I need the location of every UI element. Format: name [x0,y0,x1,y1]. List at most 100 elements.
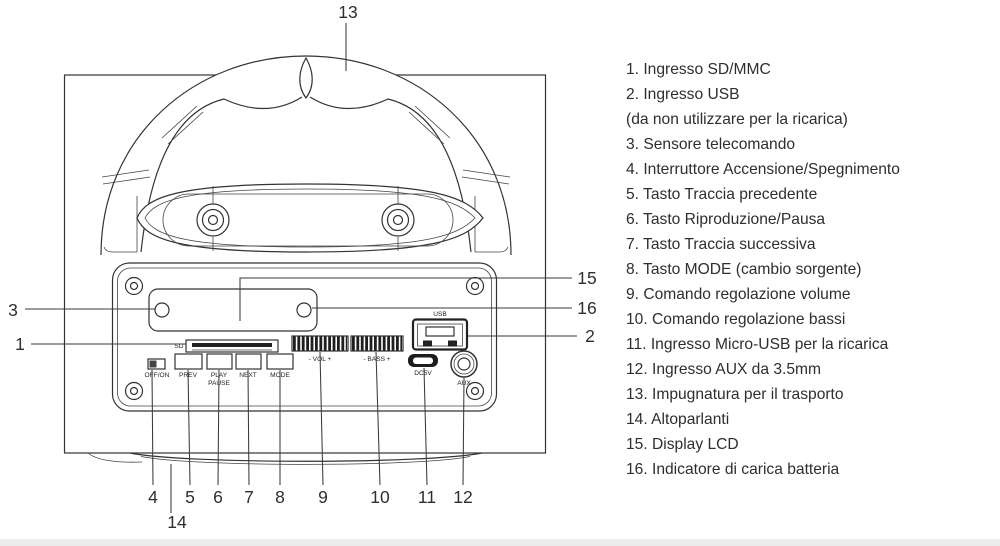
callout-11-line [423,367,428,486]
screw-icon [129,281,139,291]
volume-wheel-outline [291,335,349,352]
callouts: 13 3 1 15 16 2 [8,2,597,532]
callout-9: 9 [318,351,328,507]
power-switch: OFF/ON [145,358,170,379]
lcd-display-panel [148,288,318,332]
sd-label: SD [174,343,183,350]
base-stand [87,452,483,465]
handle-inner-edge-right [309,96,472,253]
callout-11: 11 [418,367,436,507]
legend-item: 1. Ingresso SD/MMC [626,61,771,78]
speaker-bar-outline [136,183,484,253]
control-panel: SD OFF/ON PREV PLAY PAUSE NEXT [111,262,498,412]
speaker-knob-left [196,203,230,237]
callout-12: 12 [453,377,473,507]
legend: 1. Ingresso SD/MMC 2. Ingresso USB (da n… [626,57,900,482]
remote-sensor-circle [154,302,170,318]
lcd-display-outline [148,288,318,332]
legend-item: 4. Interruttore Accensione/Spegnimento [626,161,900,178]
callout-7-line [247,369,250,486]
callout-4: 4 [148,369,158,507]
callout-8: 8 [275,370,285,507]
callout-15: 15 [239,268,597,321]
footer-bar [0,539,1000,546]
callout-10-number: 10 [370,487,390,507]
callout-10-line [375,351,381,486]
callout-7: 7 [244,369,254,507]
power-switch-slider [149,360,157,368]
legend-item: 8. Tasto MODE (cambio sorgente) [626,261,862,278]
callout-5-line [187,369,191,486]
mode-button-outline [266,353,294,370]
bass-wheel: - BASS + [350,335,404,363]
sd-slot-outline [185,339,279,353]
legend-item: 14. Altoparlanti [626,411,730,428]
callout-4-line [151,369,154,486]
usb-port: USB [411,311,469,351]
callout-1: 1 [15,334,186,354]
usb-pin-left [423,340,432,347]
legend-item: 5. Tasto Traccia precedente [626,186,818,203]
next-button-outline [235,353,262,370]
callout-3-number: 3 [8,300,18,320]
handle-inner-edge-left [140,96,303,253]
screw-icon [470,386,480,396]
sd-slot-opening [192,343,272,347]
knob-mid-ring [201,208,225,232]
callout-2: 2 [468,326,595,346]
dc-label: DC5V [414,370,432,377]
bass-label: - BASS + [363,356,390,363]
callout-16: 16 [312,298,597,318]
handle-post-left [103,196,138,253]
prev-button-outline [174,353,203,370]
screw-icon [129,386,139,396]
knob-center [207,214,219,226]
handle-segment-line-left-lower [101,169,151,185]
legend-item: 9. Comando regolazione volume [626,286,851,303]
callout-15-number: 15 [577,268,596,288]
legend-item: 3. Sensore telecomando [626,136,796,153]
callout-9-number: 9 [318,487,328,507]
usb-pin-right [448,340,457,347]
control-panel-inner-line [117,267,492,407]
screw-icon [465,381,485,401]
aux-hole [457,357,471,371]
aux-mid-ring [453,353,475,375]
legend-item: (da non utilizzare per la ricarica) [626,111,848,128]
screw-icon [470,281,480,291]
callout-10: 10 [370,351,390,507]
callout-14: 14 [167,464,187,532]
legend-item: 13. Impugnatura per il trasporto [626,386,844,403]
callout-3: 3 [8,300,155,320]
legend-item: 15. Display LCD [626,436,739,453]
bass-wheel-outline [350,335,404,352]
knob-mid-ring [386,208,410,232]
callout-1-number: 1 [15,334,25,354]
screw-icon [124,381,144,401]
usb-port-inner [417,323,463,347]
micro-usb-port: DC5V [408,354,438,377]
callout-2-number: 2 [585,326,595,346]
callout-15-line [239,277,572,321]
callout-6: 6 [213,369,223,507]
callout-11-number: 11 [418,487,436,507]
handle-outer-arc [100,55,512,256]
legend-item: 6. Tasto Riproduzione/Pausa [626,211,826,228]
knob-center [392,214,404,226]
callout-12-line [462,377,465,486]
callout-12-number: 12 [453,487,472,507]
callout-4-number: 4 [148,487,158,507]
callout-16-number: 16 [577,298,596,318]
speaker-knob-right [381,203,415,237]
callout-5: 5 [185,369,195,507]
battery-indicator-circle [296,302,312,318]
speaker-bar-inner-line [144,188,476,248]
base-top-line [129,452,483,462]
screw-icon [124,276,144,296]
callout-13: 13 [338,2,358,71]
usb-port-outline [411,318,469,351]
power-switch-label: OFF/ON [145,372,170,379]
handle-segment-line-right-upper [408,105,451,145]
legend-item: 2. Ingresso USB [626,86,740,103]
callout-13-number: 13 [338,2,357,22]
